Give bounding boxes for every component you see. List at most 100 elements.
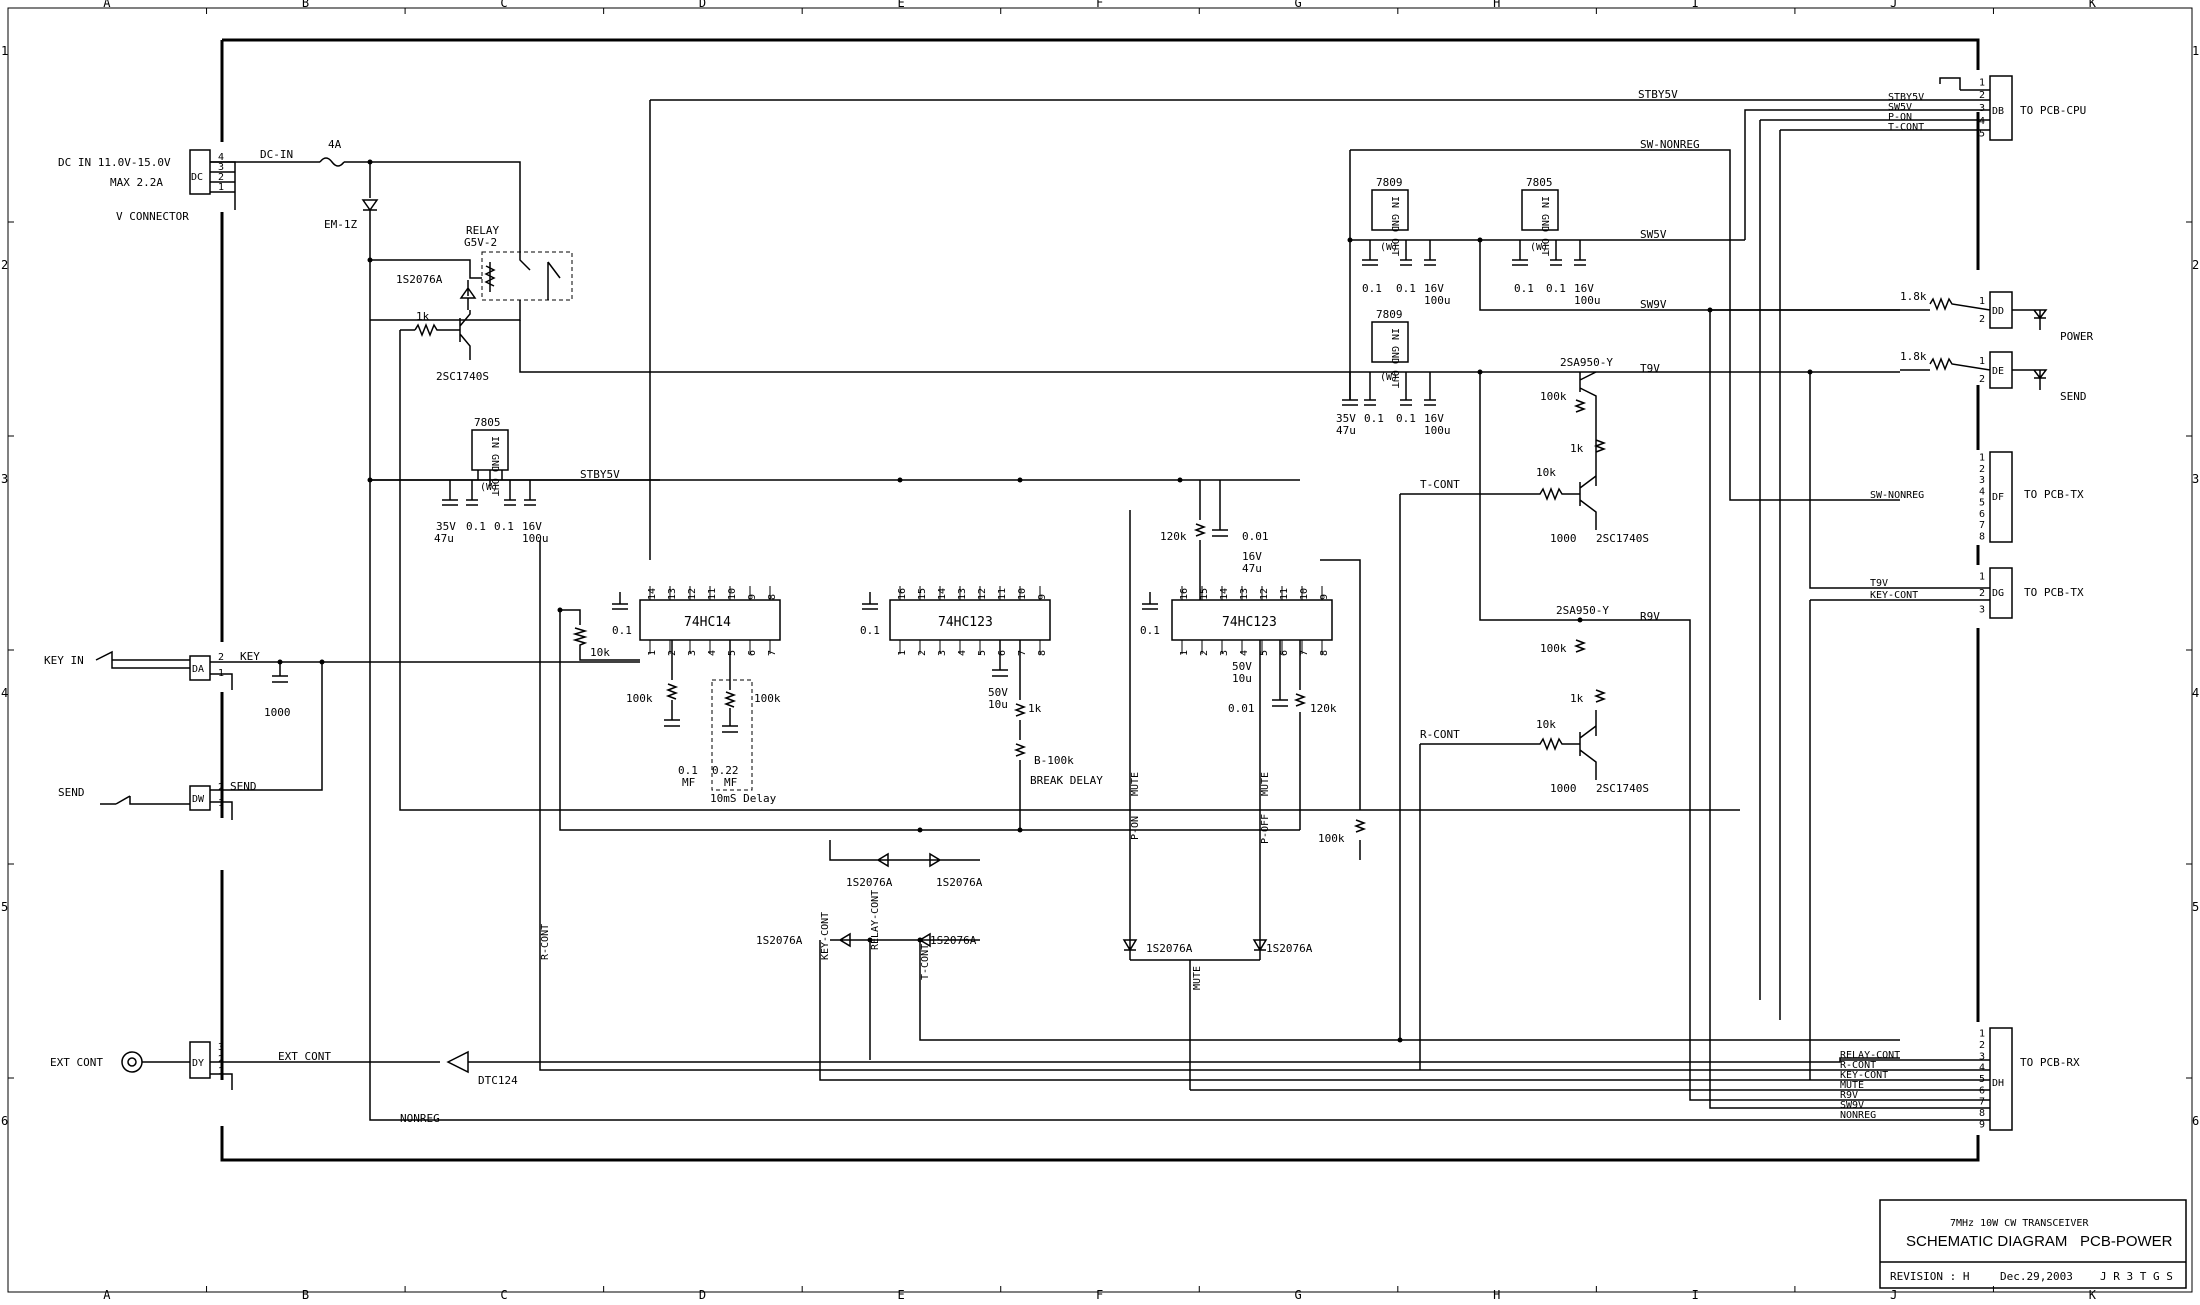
relay-diode (459, 280, 477, 299)
dy-pin2: 2 (218, 1054, 224, 1065)
regulator-7805-top: 7805 IN GND OUT (W) 0.1 0.1 16V 100u (1477, 176, 1745, 307)
mute-label-1: MUTE (1130, 772, 1141, 796)
connector-pin-number: 1 (1979, 296, 1985, 307)
connector-pin-number: 6 (1979, 1085, 1985, 1096)
connector-dh: DH TO PCB-RX RELAY-CONT R-CONT KEY-CONT … (1190, 1027, 2080, 1131)
dg-dest: TO PCB-TX (2024, 586, 2084, 599)
df-id: DF (1992, 492, 2004, 503)
stby5v-label-left: STBY5V (580, 468, 620, 481)
ic-pin-bottom: 2 (917, 650, 928, 656)
dd-id: DD (1992, 306, 2004, 317)
ic-pin-bottom: 5 (977, 650, 988, 656)
dtc124-label: DTC124 (478, 1074, 518, 1087)
zone-row-left: 2 (1, 258, 8, 272)
zone-col-bottom: J (1890, 1288, 1897, 1300)
relay-diode-label: 1S2076A (396, 273, 443, 286)
ic-pin-top: 9 (1037, 594, 1048, 600)
author: J R 3 T G S (2100, 1270, 2173, 1283)
zone-col-top: A (103, 0, 111, 10)
diagram-title: SCHEMATIC DIAGRAM (1906, 1233, 2067, 1250)
reg-tab: (W) (1530, 242, 1548, 253)
r9v-label: R9V (1640, 610, 1660, 623)
cap-v: 0.1 (466, 520, 486, 533)
dw-id: DW (192, 794, 205, 805)
ic-pin-top: 14 (937, 588, 948, 600)
ic-pin-top: 10 (1299, 588, 1310, 600)
ic-pin-top: 10 (727, 588, 738, 600)
dh-sig-sw9v: SW9V (1840, 1100, 1864, 1111)
r9v-switch: 2SA950-Y R9V 100k 1k R-CONT 10k 1000 2SC… (1419, 372, 1900, 1101)
npn-label-1: 2SC1740S (1596, 532, 1649, 545)
ic-pin-bottom: 2 (1199, 650, 1210, 656)
c-16v: 16V (1242, 550, 1262, 563)
ic-pin-bottom: 3 (937, 650, 948, 656)
relay-part: G5V-2 (464, 236, 497, 249)
zone-row-left: 1 (1, 44, 8, 58)
ic-pin-bottom: 8 (1319, 650, 1330, 656)
dy-id: DY (192, 1058, 204, 1069)
dg-sig-keycont: KEY-CONT (1870, 590, 1918, 601)
connector-dd: DD 1.8k POWER (1710, 290, 2093, 343)
key-in-port: KEY IN DA 2 1 KEY 1000 (44, 650, 640, 719)
diode-label-4: 1S2076A (930, 934, 977, 947)
ic-pin-top: 8 (767, 594, 778, 600)
connector-pin-number: 5 (1979, 1074, 1985, 1085)
connector-pin-number: 3 (1979, 475, 1985, 486)
ic-pin-top: 13 (667, 588, 678, 600)
diode-label-5: 1S2076A (1146, 942, 1193, 955)
ic-pin-bottom: 7 (1299, 650, 1310, 656)
key-net: KEY (240, 650, 260, 663)
connector-pin-number: 3 (1979, 605, 1985, 616)
dg-sig-t9v: T9V (1870, 578, 1888, 589)
r-120k: 120k (1160, 530, 1187, 543)
connector-dg: DG TO PCB-TX T9V KEY-CONT (1809, 567, 2084, 1080)
ic-pin-top: 11 (997, 588, 1008, 600)
relay-transistor: 2SC1740S (436, 370, 489, 383)
right-connectors: DB TO PCB-CPU STBY5V SW5V P-ON T-CONT DD… (1190, 75, 2093, 1131)
zone-col-top: F (1096, 0, 1103, 10)
reg-tab: (W) (1380, 242, 1398, 253)
cap-v: 0.1 (1364, 412, 1384, 425)
delay-box (711, 679, 753, 791)
connector-pin-number: 5 (1979, 129, 1985, 140)
reg-part: 7809 (1376, 176, 1403, 189)
ic-pin-top: 14 (1219, 588, 1230, 600)
c-001: 0.01 (1242, 530, 1269, 543)
connector-db: DB TO PCB-CPU STBY5V SW5V P-ON T-CONT (1744, 75, 2086, 1020)
r-100k-r9v: 100k (1540, 642, 1567, 655)
da-pin2: 2 (218, 652, 224, 663)
dc-pin-2: 2 (218, 172, 224, 183)
connector-de: DE 1.8k SEND (1900, 350, 2087, 403)
ic-pin-bottom: 6 (997, 650, 1008, 656)
ic-pin-bottom: 1 (647, 650, 658, 656)
ic-pin-top: 14 (647, 588, 658, 600)
ic-pin-bottom: 1 (897, 650, 908, 656)
zone-col-bottom: A (103, 1288, 111, 1300)
db-dest: TO PCB-CPU (2020, 104, 2086, 117)
cap-label: 0.1 (860, 624, 880, 637)
connector-pin-number: 2 (1979, 464, 1985, 475)
zone-row-left: 3 (1, 472, 8, 486)
connector-pin-number: 4 (1979, 1063, 1985, 1074)
cap-v: 0.1 (1514, 282, 1534, 295)
ic-pin-bottom: 4 (957, 650, 968, 656)
db-id: DB (1992, 106, 2004, 117)
zone-col-top: H (1493, 0, 1500, 10)
zone-row-left: 4 (1, 686, 8, 700)
dc-pin-1: 1 (218, 182, 224, 193)
r-10k-r: 10k (1536, 718, 1556, 731)
dg-id: DG (1992, 588, 2004, 599)
left-ports: KEY IN DA 2 1 KEY 1000 SEND DW 2 1 SEND … (44, 650, 1900, 1125)
top-nets: STBY5V SW-NONREG SW5V SW9V T9V (649, 88, 1900, 1109)
zone-col-top: C (500, 0, 507, 10)
cap-v: 16V (1424, 282, 1444, 295)
cap-v: 35V (1336, 412, 1356, 425)
stby5v-net-label: STBY5V (1638, 88, 1678, 101)
zone-col-top: E (897, 0, 904, 10)
key-in-label: KEY IN (44, 654, 84, 667)
power-led-label: POWER (2060, 330, 2093, 343)
connector-pin-number: 5 (1979, 498, 1985, 509)
cap-v: 0.1 (494, 520, 514, 533)
